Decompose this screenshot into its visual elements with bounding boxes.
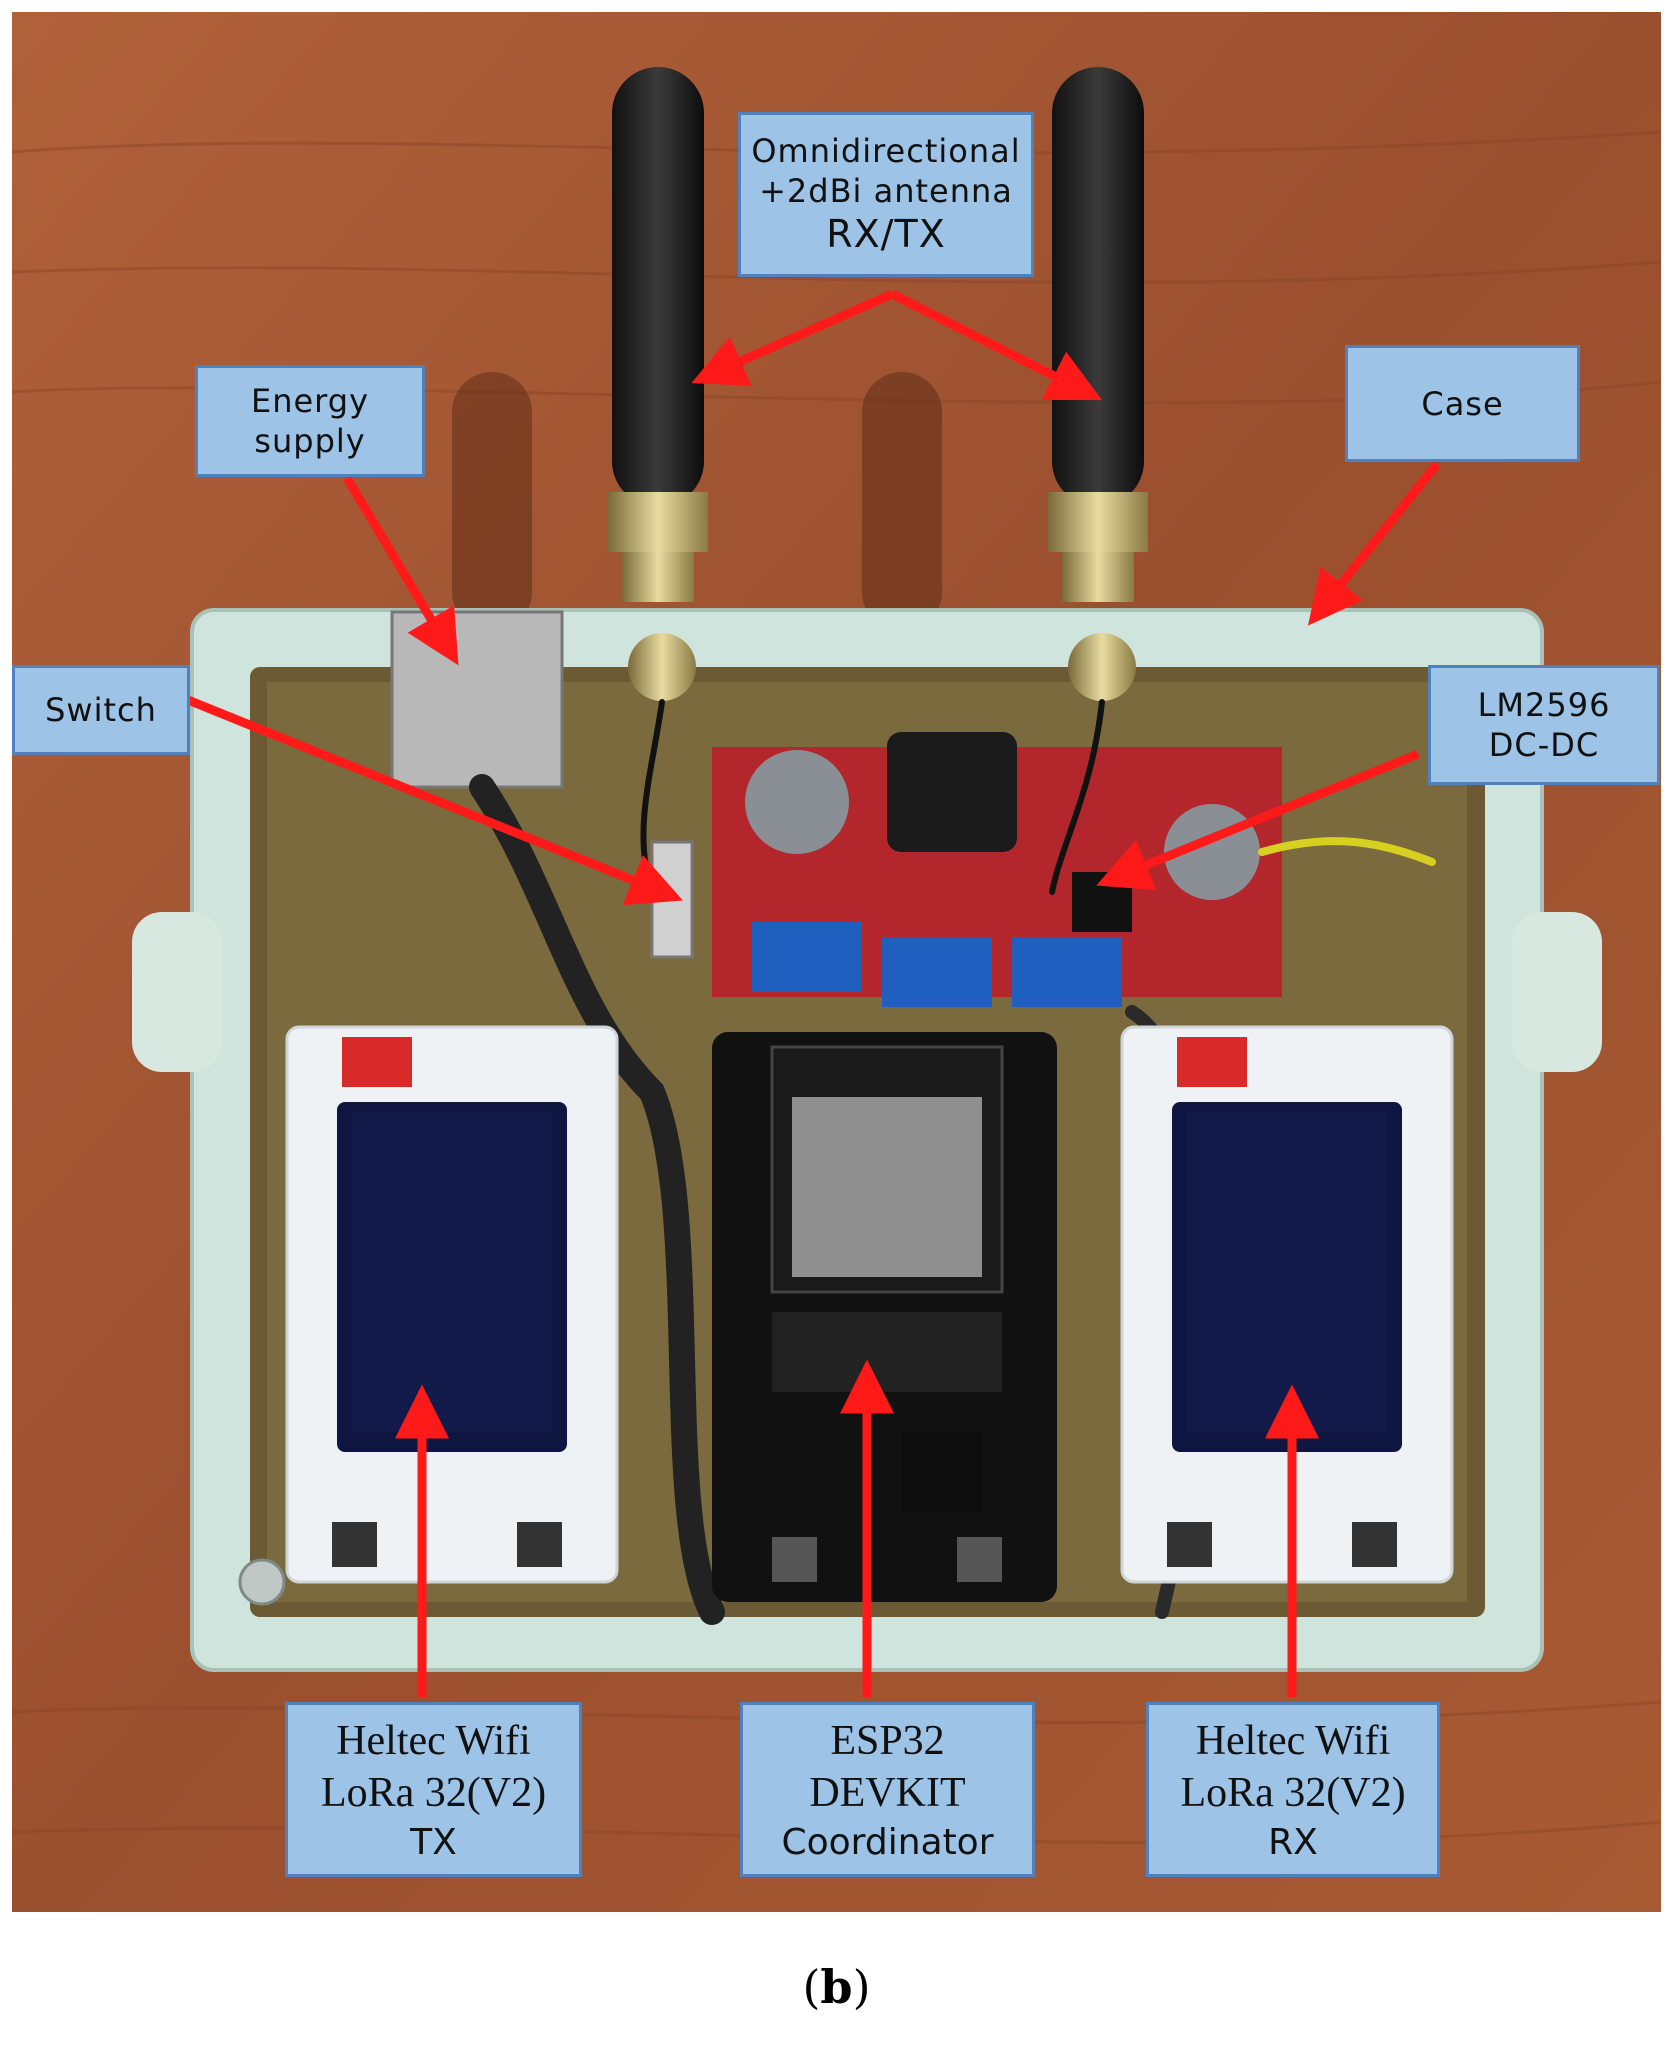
callout-rx: Heltec Wifi LoRa 32(V2) RX <box>1146 1702 1440 1877</box>
dcdc-board <box>712 732 1282 1007</box>
connector-right <box>1068 633 1136 701</box>
caption-close: ) <box>852 1960 871 2014</box>
power-jack <box>390 610 564 789</box>
callout-dcdc-line2: DC-DC <box>1488 726 1600 764</box>
callout-tx: Heltec Wifi LoRa 32(V2) TX <box>285 1702 582 1877</box>
arrow-antenna-left <box>691 289 894 386</box>
antenna-shadow-right <box>862 372 942 632</box>
esp32-board <box>712 1032 1057 1602</box>
callout-antenna-line3: RX/TX <box>826 211 946 256</box>
callout-antenna: Omnidirectional +2dBi antenna RX/TX <box>738 112 1034 277</box>
callout-energy-supply: Energy supply <box>195 365 425 477</box>
callout-case: Case <box>1345 345 1580 462</box>
caption-letter: b <box>820 1960 853 2014</box>
antenna-right <box>1048 67 1148 602</box>
antenna-shadow-left <box>452 372 532 632</box>
connector-left <box>628 633 696 701</box>
power-switch <box>650 840 694 959</box>
callout-rx-line2: LoRa 32(V2) <box>1180 1770 1406 1816</box>
case-screw <box>238 1558 286 1606</box>
arrow-case <box>1307 461 1441 626</box>
callout-energy-line2: supply <box>254 422 366 460</box>
callout-rx-line3: RX <box>1268 1821 1318 1863</box>
callout-antenna-line1: Omnidirectional <box>751 131 1021 170</box>
callout-tx-line2: LoRa 32(V2) <box>320 1770 547 1816</box>
annotation-arrows <box>186 289 1441 1697</box>
callout-coordinator-line3: Coordinator <box>781 1821 994 1863</box>
callout-rx-line1: Heltec Wifi <box>1195 1717 1391 1764</box>
callout-dcdc: LM2596 DC-DC <box>1428 665 1660 785</box>
arrow-antenna-right <box>889 289 1103 401</box>
callout-energy-line1: Energy <box>250 382 370 420</box>
callout-antenna-line2: +2dBi antenna <box>759 171 1013 210</box>
lora-board-rx <box>1120 1025 1454 1584</box>
callout-case-label: Case <box>1421 384 1504 423</box>
figure-caption: (b) <box>0 1960 1673 2014</box>
arrow-energy-supply <box>343 475 459 666</box>
callout-coordinator-line2: DEVKIT <box>809 1770 966 1816</box>
callout-coordinator: ESP32 DEVKIT Coordinator <box>740 1702 1035 1877</box>
callout-switch-label: Switch <box>45 691 157 729</box>
callout-tx-line3: TX <box>410 1821 457 1863</box>
lora-board-tx <box>285 1025 619 1584</box>
arrow-dcdc <box>1096 749 1420 891</box>
callout-switch: Switch <box>12 665 190 755</box>
callout-dcdc-line1: LM2596 <box>1477 686 1611 724</box>
arrow-switch <box>186 695 683 906</box>
callout-coordinator-line1: ESP32 <box>830 1717 945 1764</box>
caption-open: ( <box>802 1960 821 2014</box>
callout-tx-line1: Heltec Wifi <box>336 1717 531 1764</box>
device-photo <box>12 12 1661 1912</box>
antenna-left <box>608 67 708 602</box>
